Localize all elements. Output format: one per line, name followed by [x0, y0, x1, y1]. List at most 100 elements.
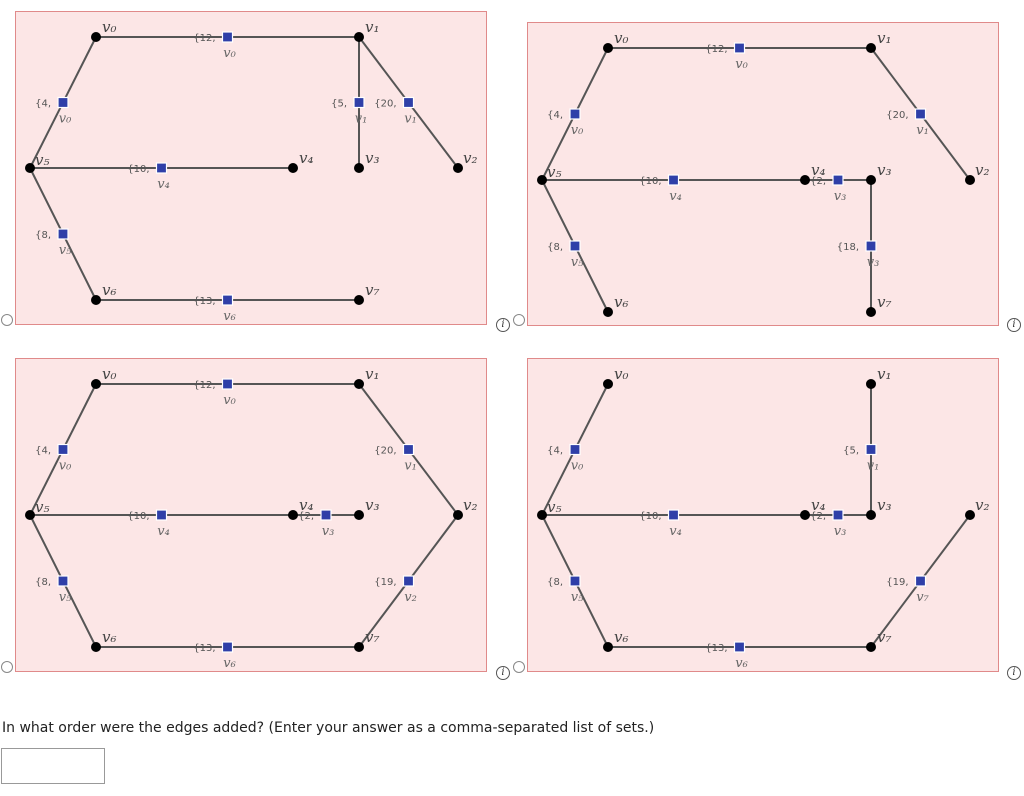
vertex-label-v7: v₇ — [365, 628, 380, 646]
vertex-label-v5: v₅ — [547, 498, 562, 516]
vertex-v1[interactable] — [354, 32, 364, 42]
vertex-v3[interactable] — [866, 175, 876, 185]
vertex-v0[interactable] — [603, 43, 613, 53]
edge-handle[interactable] — [569, 575, 581, 587]
edge-handle[interactable] — [569, 240, 581, 252]
edge-weight-label: {20, — [374, 99, 396, 110]
vertex-label-v5: v₅ — [35, 498, 50, 516]
edge-handle[interactable] — [155, 162, 168, 174]
vertex-v3[interactable] — [354, 510, 364, 520]
vertex-v1[interactable] — [866, 379, 876, 389]
edge-weight-label: {2, — [810, 511, 826, 522]
edge-handle[interactable] — [320, 509, 332, 521]
edge-handle[interactable] — [57, 443, 69, 456]
edge-handle[interactable] — [402, 443, 415, 456]
vertex-v2[interactable] — [453, 510, 463, 520]
info-icon[interactable]: i — [496, 666, 510, 680]
choice-radio-2[interactable] — [513, 314, 525, 326]
edge-weight-label: {13, — [193, 643, 215, 654]
edges-layer — [29, 383, 459, 648]
info-icon[interactable]: i — [1007, 318, 1021, 332]
edge-handle[interactable] — [221, 641, 234, 653]
vertex-v1[interactable] — [354, 379, 364, 389]
info-icon[interactable]: i — [1007, 666, 1021, 680]
vertex-v0[interactable] — [603, 379, 613, 389]
vertex-v5[interactable] — [25, 510, 35, 520]
choice-radio-3[interactable] — [1, 661, 13, 673]
edge-handle[interactable] — [667, 174, 680, 186]
edge-weight-label: {19, — [886, 577, 908, 588]
edge-handle[interactable] — [221, 378, 234, 390]
edge-handle[interactable] — [569, 108, 581, 120]
edge-handle[interactable] — [865, 443, 877, 456]
vertex-label-v5: v₅ — [547, 163, 562, 181]
edge-handle[interactable] — [914, 575, 927, 587]
edge-from-label: v₁ — [355, 112, 368, 127]
edge-handle[interactable] — [402, 575, 415, 587]
edge-weight-label: {19, — [374, 577, 396, 588]
vertex-v5[interactable] — [537, 175, 547, 185]
vertex-v6[interactable] — [603, 642, 613, 652]
vertex-v3[interactable] — [354, 163, 364, 173]
vertex-label-v6: v₆ — [614, 293, 629, 311]
vertex-v0[interactable] — [91, 32, 101, 42]
vertex-v4[interactable] — [288, 163, 298, 173]
vertex-v3[interactable] — [866, 510, 876, 520]
vertex-v7[interactable] — [866, 307, 876, 317]
vertex-label-v3: v₃ — [365, 496, 380, 514]
edge-handle[interactable] — [402, 96, 415, 109]
edge-handle[interactable] — [57, 575, 69, 587]
edge-handle[interactable] — [914, 108, 927, 120]
edge-weight-label: {18, — [837, 242, 859, 253]
edge-handle[interactable] — [221, 294, 234, 306]
vertex-label-v3: v₃ — [877, 496, 892, 514]
edge-handle[interactable] — [57, 228, 69, 240]
edge-handle[interactable] — [569, 443, 581, 456]
edge-from-label: v₃ — [834, 189, 847, 204]
vertex-v4[interactable] — [800, 510, 810, 520]
vertex-v2[interactable] — [453, 163, 463, 173]
vertex-v0[interactable] — [91, 379, 101, 389]
vertex-v6[interactable] — [91, 642, 101, 652]
edge-from-label: v₅ — [59, 590, 72, 605]
vertex-label-v4: v₄ — [299, 149, 314, 167]
edge-handle[interactable] — [667, 509, 680, 521]
edge-weight-label: {20, — [886, 110, 908, 121]
vertex-v7[interactable] — [354, 642, 364, 652]
vertex-v1[interactable] — [866, 43, 876, 53]
edge-handle[interactable] — [733, 42, 746, 54]
edge-handle[interactable] — [733, 641, 746, 653]
vertex-v2[interactable] — [965, 175, 975, 185]
edge-weight-label: {10, — [639, 176, 661, 187]
vertex-v4[interactable] — [800, 175, 810, 185]
edge-handle[interactable] — [353, 96, 365, 109]
vertex-label-v6: v₆ — [614, 628, 629, 646]
edge-weight-label: {12, — [193, 33, 215, 44]
info-icon[interactable]: i — [496, 318, 510, 332]
choice-radio-1[interactable] — [1, 314, 13, 326]
edge-weight-label: {2, — [810, 176, 826, 187]
vertex-v5[interactable] — [537, 510, 547, 520]
vertex-v6[interactable] — [91, 295, 101, 305]
vertex-v7[interactable] — [866, 642, 876, 652]
answer-input[interactable] — [1, 748, 105, 784]
vertex-label-v3: v₃ — [877, 161, 892, 179]
edge-handle[interactable] — [155, 509, 168, 521]
vertex-v2[interactable] — [965, 510, 975, 520]
edge-handle[interactable] — [221, 31, 234, 43]
vertex-v7[interactable] — [354, 295, 364, 305]
edge-from-label: v₁ — [404, 112, 417, 127]
vertex-v6[interactable] — [603, 307, 613, 317]
edge-handle[interactable] — [832, 509, 844, 521]
vertex-v4[interactable] — [288, 510, 298, 520]
edge-handle[interactable] — [57, 96, 69, 109]
edge-from-label: v₆ — [735, 656, 748, 671]
vertex-v5[interactable] — [25, 163, 35, 173]
vertex-label-v7: v₇ — [877, 293, 892, 311]
edge-handle[interactable] — [832, 174, 844, 186]
edge-handle[interactable] — [865, 240, 877, 252]
choice-radio-4[interactable] — [513, 661, 525, 673]
